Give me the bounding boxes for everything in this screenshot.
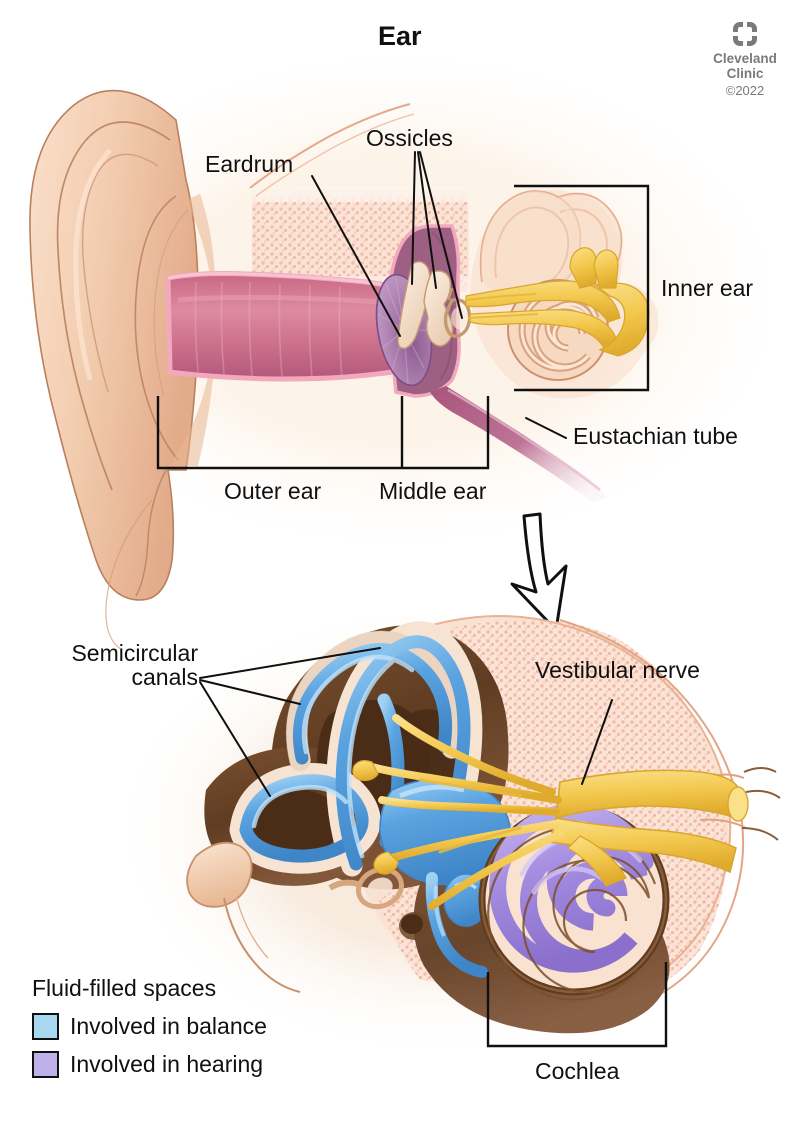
legend-swatch-balance bbox=[32, 1013, 59, 1040]
brand-block: Cleveland Clinic ©2022 bbox=[700, 20, 790, 98]
page-title: Ear bbox=[378, 21, 422, 51]
legend-swatch-hearing bbox=[32, 1051, 59, 1078]
label-outer-ear: Outer ear bbox=[224, 478, 322, 504]
label-inner-ear: Inner ear bbox=[661, 275, 754, 301]
oval-window-and-stapes bbox=[328, 866, 429, 940]
legend-title: Fluid-filled spaces bbox=[32, 975, 217, 1001]
lower-inner-ear-detail bbox=[110, 600, 781, 1060]
copyright-notice: ©2022 bbox=[725, 83, 765, 99]
label-ossicles: Ossicles bbox=[366, 125, 453, 151]
pinna-outer-ear bbox=[29, 89, 217, 651]
label-cochlea: Cochlea bbox=[535, 1058, 620, 1084]
vestibular-nerve bbox=[352, 714, 781, 910]
cochlea-bracket bbox=[486, 962, 668, 1048]
label-eustachian-tube: Eustachian tube bbox=[573, 423, 738, 449]
brand-line-2: Clinic bbox=[726, 66, 764, 82]
upper-ear-cross-section bbox=[0, 40, 800, 651]
upper-brackets bbox=[156, 184, 650, 470]
inner-ear-structures bbox=[465, 189, 659, 399]
eustachian-tube bbox=[430, 386, 606, 502]
label-middle-ear: Middle ear bbox=[379, 478, 487, 504]
label-vestibular-nerve: Vestibular nerve bbox=[535, 657, 700, 683]
legend-label-balance: Involved in balance bbox=[70, 1013, 267, 1039]
ear-canal bbox=[165, 271, 395, 382]
lower-leader-lines bbox=[199, 647, 613, 797]
legend: Fluid-filled spaces Involved in balance … bbox=[32, 975, 267, 1078]
label-semicircular-canals-line2: canals bbox=[131, 664, 198, 691]
legend-label-hearing: Involved in hearing bbox=[70, 1051, 264, 1077]
zoom-arrow-icon bbox=[510, 512, 568, 632]
label-semicircular-canals-line1: Semicircular bbox=[71, 640, 198, 666]
brand-line-1: Cleveland bbox=[713, 51, 777, 66]
legend-item-balance: Involved in balance bbox=[32, 1013, 267, 1040]
bone-process bbox=[186, 841, 301, 993]
label-eardrum: Eardrum bbox=[205, 151, 294, 177]
cleveland-clinic-logo-icon bbox=[733, 22, 757, 46]
legend-item-hearing: Involved in hearing bbox=[32, 1051, 267, 1078]
ossicles bbox=[397, 261, 472, 350]
upper-leader-lines bbox=[311, 151, 567, 439]
vestibulocochlear-nerve-upper bbox=[465, 247, 650, 357]
